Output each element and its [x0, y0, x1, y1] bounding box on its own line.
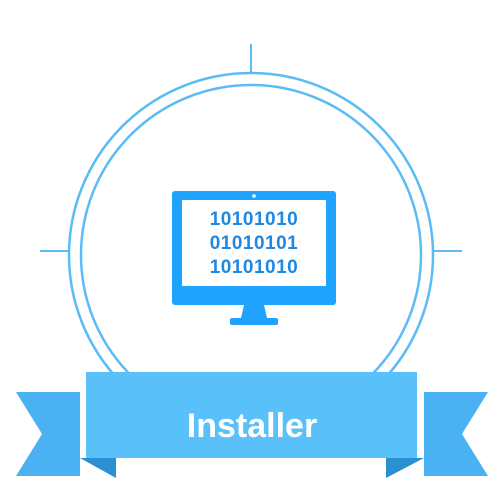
computer-monitor-icon: 10101010 01010101 10101010 [172, 191, 336, 325]
ribbon-fold-right [386, 458, 424, 478]
ribbon-fold-left [80, 458, 116, 478]
crosshair-ticks [40, 44, 462, 252]
ribbon-tail-left [16, 392, 80, 476]
monitor-stand-base [230, 318, 278, 325]
ribbon-banner: Installer [16, 372, 488, 478]
binary-line: 10101010 [210, 209, 299, 230]
binary-line: 10101010 [210, 257, 299, 278]
binary-line: 01010101 [210, 233, 299, 254]
binary-screen-text: 10101010 01010101 10101010 [210, 209, 299, 278]
monitor-camera-dot [252, 194, 256, 198]
monitor-stand-neck [241, 305, 267, 318]
ribbon-tail-right [424, 392, 488, 476]
ribbon-front [86, 372, 417, 458]
badge-title: Installer [187, 407, 317, 445]
monitor-screen [182, 200, 326, 286]
